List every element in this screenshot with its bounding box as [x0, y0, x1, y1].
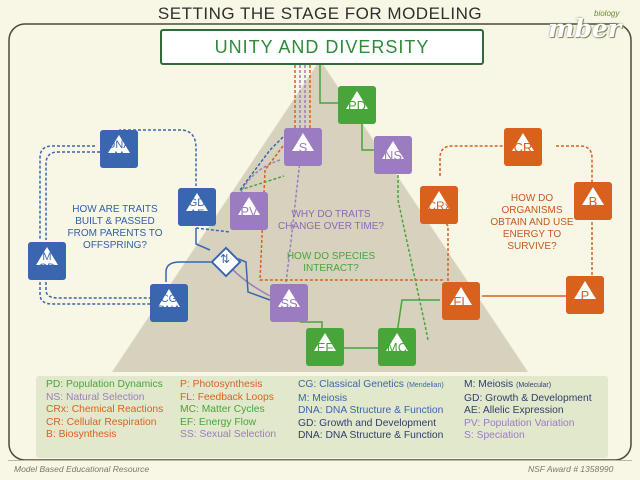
legend-col-1: PD: Population Dynamics NS: Natural Sele…	[46, 379, 163, 442]
purple-links	[223, 60, 306, 297]
node-dna-m-line1: DNA	[107, 139, 131, 151]
legend-note: (Molecular)	[516, 382, 552, 389]
triangle-icon	[450, 287, 472, 305]
legend-item: P: Photosynthesis	[180, 379, 263, 390]
node-ef[interactable]: EF	[306, 328, 344, 366]
logo-word: mber	[548, 14, 622, 43]
node-gd-ae-line2: AE	[189, 208, 205, 220]
exchange-node[interactable]: ⇅	[210, 246, 242, 278]
legend-item: PV: Population Variation	[464, 417, 575, 429]
triangle-icon	[314, 333, 336, 351]
triangle-icon	[512, 133, 534, 151]
legend-col-2: P: Photosynthesis FL: Feedback Loops MC:…	[180, 379, 276, 442]
legend-item: DNA: DNA Structure & Function	[298, 405, 444, 417]
page-title: SETTING THE STAGE FOR MODELING	[157, 4, 483, 23]
triangle-icon	[186, 193, 208, 211]
legend-item-text: M: Meiosis	[464, 379, 514, 390]
footer-right-text: NSF Award # 1358990	[528, 464, 614, 474]
node-dna-m-line2: M	[114, 150, 124, 162]
legend-item: SS: Sexual Selection	[180, 429, 277, 441]
node-ss[interactable]: SS	[270, 284, 308, 322]
triangle-icon	[278, 289, 300, 307]
legend-col-3: CG: Classical Genetics (Mendelian) M: Me…	[298, 379, 444, 443]
legend-note: (Mendelian)	[406, 382, 444, 389]
node-crx[interactable]: CRx	[420, 186, 458, 224]
triangle-icon	[108, 135, 130, 153]
node-b[interactable]: B	[574, 182, 612, 220]
triangle-icon	[386, 333, 408, 351]
triangle-icon	[158, 289, 180, 307]
triangle-icon	[582, 187, 604, 205]
triangle-icon	[36, 247, 58, 265]
node-ns[interactable]: NS	[374, 136, 412, 174]
node-cg-dna[interactable]: CG DNA	[150, 284, 188, 322]
legend-item: EF: Energy Flow	[180, 416, 257, 428]
node-pd[interactable]: PD	[338, 86, 376, 124]
node-cr[interactable]: CR	[504, 128, 542, 166]
question-energy: HOW DO ORGANISMS OBTAIN AND USE ENERGY T…	[490, 193, 574, 252]
node-m-gd-line1: M	[42, 251, 52, 263]
legend-item: NS: Natural Selection	[46, 391, 145, 403]
node-mc[interactable]: MC	[378, 328, 416, 366]
triangle-icon	[346, 91, 368, 109]
question-species: HOW DO SPECIES INTERACT?	[286, 251, 376, 274]
triangle-icon	[382, 141, 404, 159]
question-traits: HOW ARE TRAITS BUILT & PASSED FROM PAREN…	[67, 204, 163, 251]
triangle-icon	[428, 191, 450, 209]
unity-diversity-title: UNITY AND DIVERSITY	[160, 29, 484, 65]
node-cg-dna-line2: DNA	[157, 304, 181, 316]
node-pv[interactable]: PV	[230, 192, 268, 230]
legend-item: CR: Cellular Respiration	[46, 416, 157, 428]
node-m-gd[interactable]: M GD	[28, 242, 66, 280]
legend-panel: PD: Population Dynamics NS: Natural Sele…	[36, 376, 608, 458]
legend-item: S: Speciation	[464, 430, 525, 442]
node-p[interactable]: P	[566, 276, 604, 314]
node-m-gd-line2: GD	[38, 262, 56, 274]
node-s[interactable]: S	[284, 128, 322, 166]
footer-left-text: Model Based Educational Resource	[14, 464, 150, 474]
legend-item: DNA: DNA Structure & Function	[298, 430, 444, 442]
node-cg-dna-line1: CG	[160, 293, 178, 305]
triangle-icon	[292, 133, 314, 151]
legend-item-text: CG: Classical Genetics	[298, 379, 404, 390]
triangle-icon	[238, 197, 260, 215]
legend-item: B: Biosynthesis	[46, 429, 117, 441]
question-change: WHY DO TRAITS CHANGE OVER TIME?	[278, 209, 384, 232]
pyramid-shape	[112, 60, 528, 372]
footer-divider	[8, 460, 632, 461]
legend-item: AE: Allelic Expression	[464, 405, 564, 417]
triangle-icon	[574, 281, 596, 299]
blue-links	[39, 129, 291, 305]
legend-item: CG: Classical Genetics (Mendelian)	[298, 379, 444, 393]
legend-item: M: Meiosis (Molecular)	[464, 379, 592, 393]
legend-item: M: Meiosis	[298, 392, 348, 404]
legend-item: CRx: Chemical Reactions	[46, 404, 164, 416]
logo-sub: biology	[594, 9, 620, 18]
node-dna-m[interactable]: DNA M	[100, 130, 138, 168]
legend-item: GD: Growth & Development	[464, 392, 592, 404]
mber-logo: mber biology	[548, 8, 633, 43]
node-gd-ae-line1: GD	[188, 197, 206, 209]
legend-item: FL: Feedback Loops	[180, 391, 274, 403]
node-fl[interactable]: FL	[442, 282, 480, 320]
node-gd-ae[interactable]: GD AE	[178, 188, 216, 226]
swap-arrows-icon: ⇅	[219, 252, 231, 266]
orange-links	[259, 60, 593, 297]
legend-item: MC: Matter Cycles	[180, 404, 265, 416]
legend-item: GD: Growth and Development	[298, 417, 436, 429]
legend-item: PD: Population Dynamics	[46, 379, 163, 390]
legend-col-4: M: Meiosis (Molecular) GD: Growth & Deve…	[464, 379, 592, 443]
